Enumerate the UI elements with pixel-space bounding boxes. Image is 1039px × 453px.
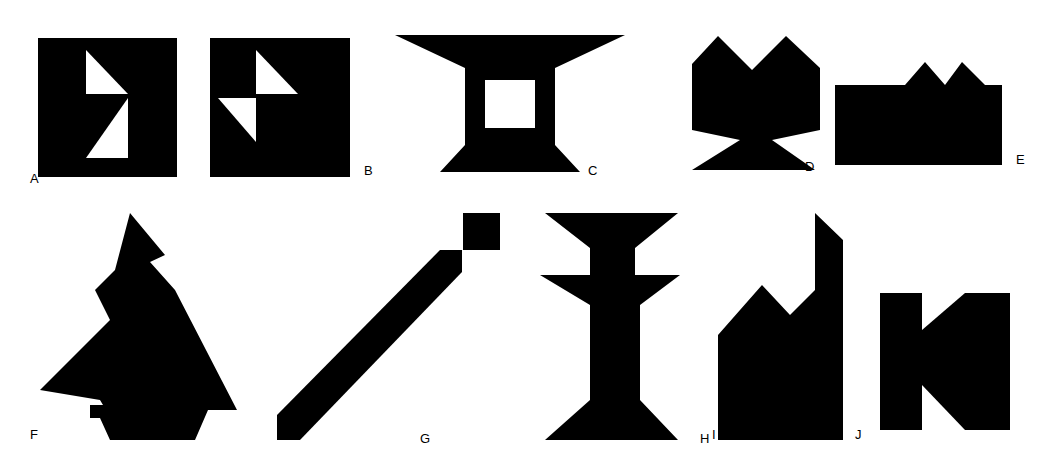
tangram-square-a bbox=[38, 38, 177, 177]
tangram-bar-j bbox=[880, 293, 922, 430]
tangram-crown bbox=[835, 62, 1002, 165]
figure-letter: F bbox=[30, 428, 38, 441]
figure-letter: E bbox=[1016, 153, 1025, 166]
figure-letter: I bbox=[712, 428, 716, 441]
tangram-bench bbox=[395, 35, 625, 172]
tangram-small-square bbox=[463, 213, 500, 250]
figure-letter: B bbox=[364, 164, 373, 177]
figure-letter: D bbox=[805, 160, 814, 173]
figure-letter: G bbox=[420, 432, 430, 445]
tangram-figure-i bbox=[718, 213, 843, 440]
tangram-bar bbox=[277, 250, 462, 440]
tangram-candlestick bbox=[540, 213, 680, 440]
tangram-figure-f bbox=[40, 213, 237, 440]
tangram-figure-j bbox=[922, 293, 1010, 430]
figure-letter: C bbox=[588, 164, 597, 177]
figure-letter: J bbox=[855, 428, 862, 441]
figure-letter: H bbox=[700, 432, 709, 445]
tangram-square-b bbox=[210, 38, 350, 177]
figure-letter: A bbox=[30, 172, 39, 185]
tangram-vase bbox=[692, 36, 820, 170]
